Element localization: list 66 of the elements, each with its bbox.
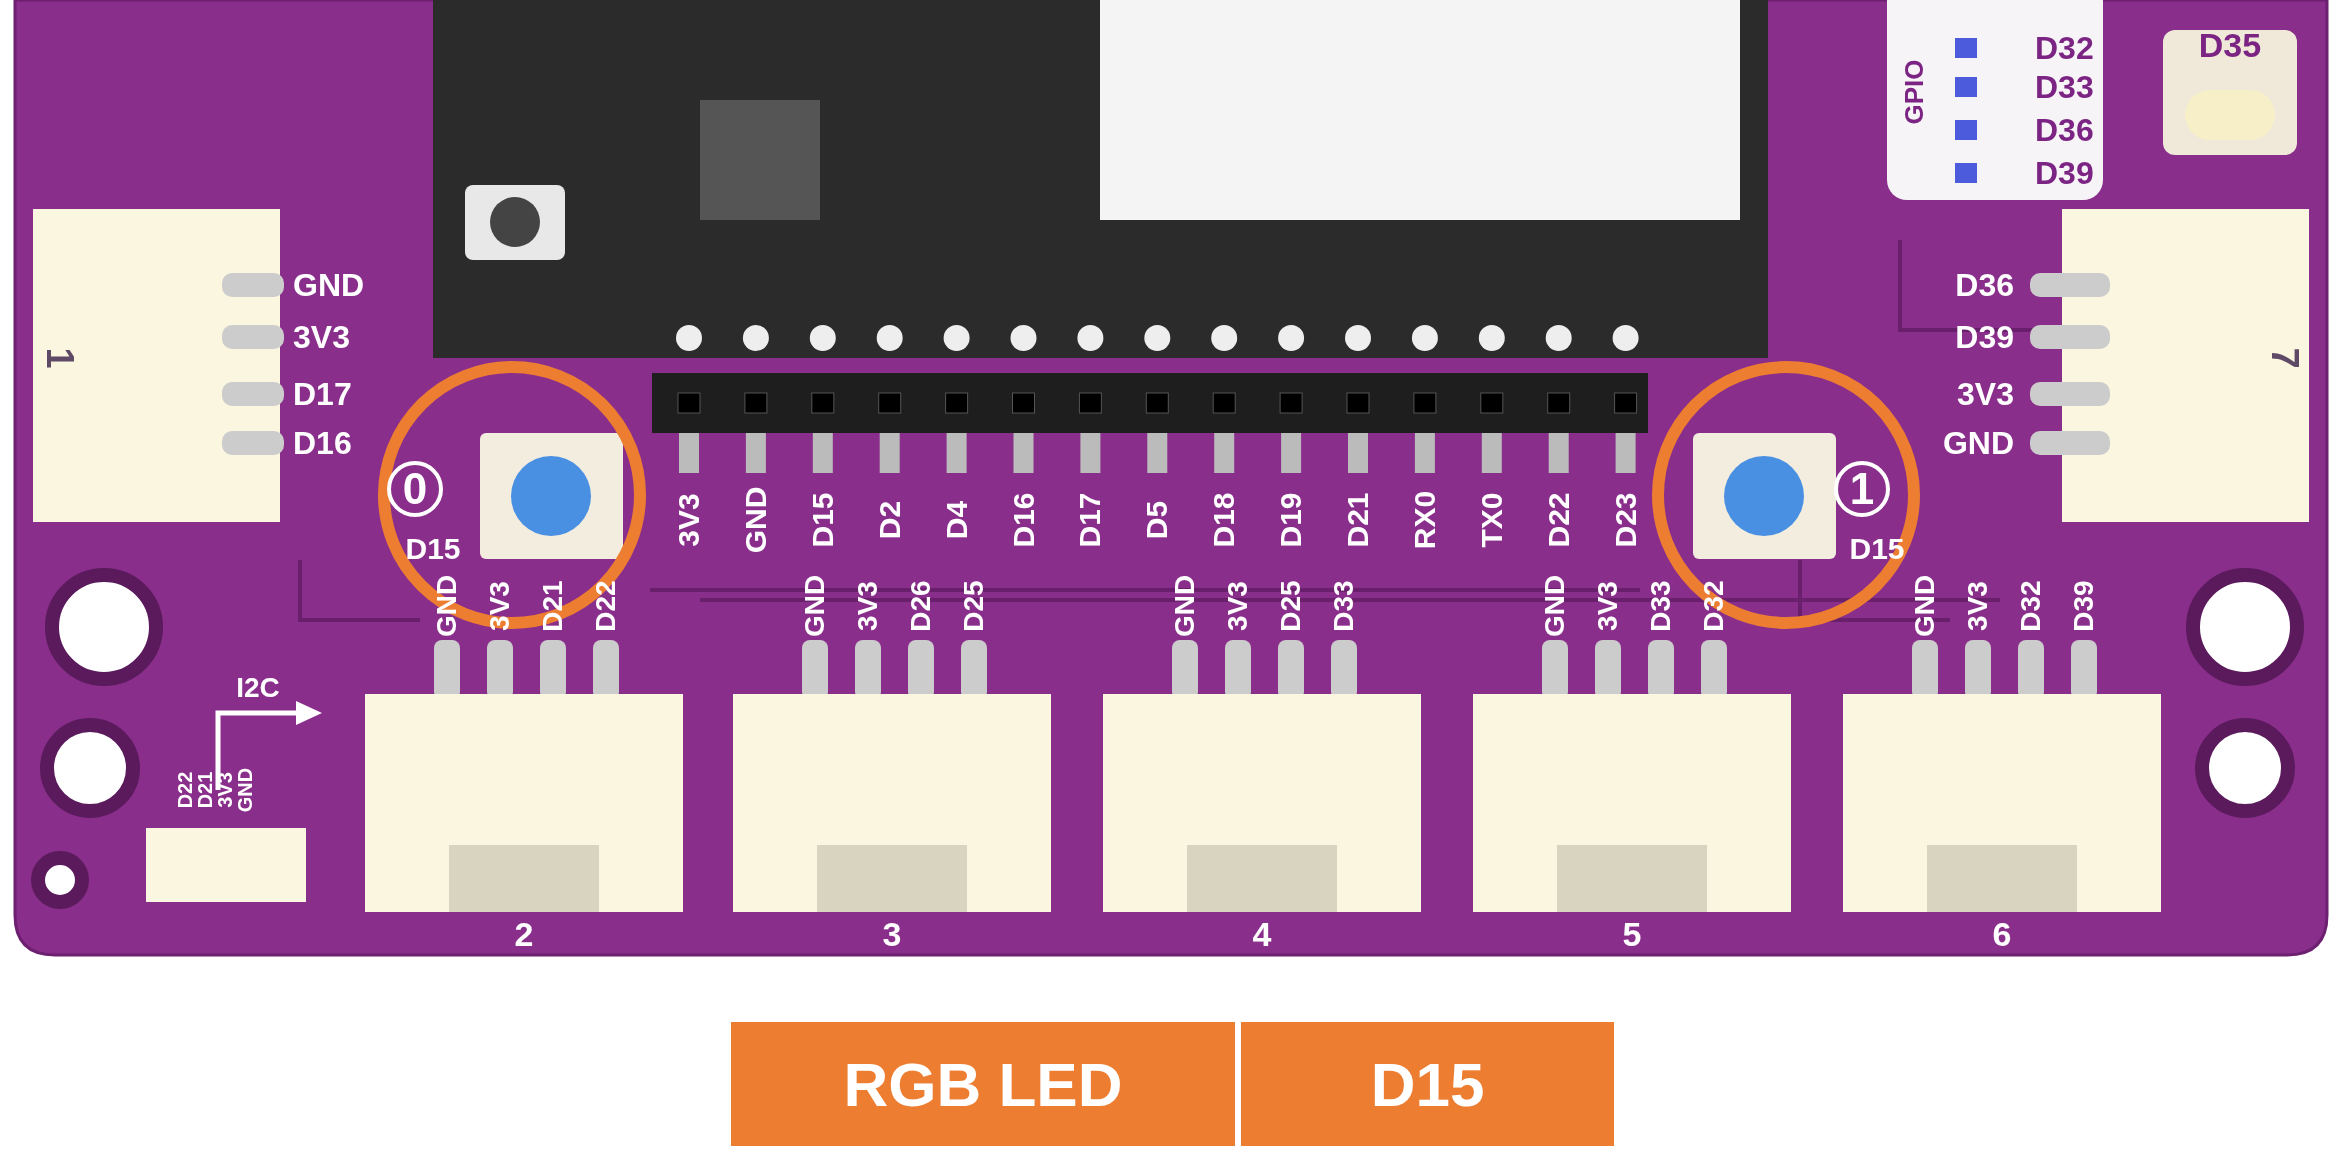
pin-label: D4 (941, 500, 972, 540)
pin-label: 3V3 (1964, 581, 1992, 631)
pin-label: D15 (807, 492, 838, 548)
connector-number: 3 (882, 917, 902, 951)
pin-label: D15 (1849, 534, 1905, 564)
pin-label: 3V3 (854, 581, 882, 631)
pin-label: GND (740, 486, 771, 554)
pin-label: D39 (2035, 157, 2094, 189)
pin-label: D17 (293, 378, 352, 410)
button-label: D35 (2198, 28, 2262, 62)
pin-label: GND (1911, 574, 1939, 638)
pin-label: D32 (2035, 32, 2094, 64)
pin-label: D5 (1142, 500, 1173, 540)
connector-number: 2 (514, 917, 534, 951)
pin-label: D33 (1647, 580, 1675, 632)
led-number-badge: 0 (387, 461, 443, 517)
pin-label: D15 (405, 534, 461, 564)
connector-number: 4 (1252, 917, 1272, 951)
pin-label: D33 (1330, 580, 1358, 632)
pin-label: D19 (1276, 492, 1307, 548)
bus-label: I2C (236, 674, 280, 702)
pin-label: 3V3 (1957, 378, 2014, 410)
pin-label: 3V3 (1224, 581, 1252, 631)
pin-label: GND (433, 574, 461, 638)
pin-label: GND (235, 767, 255, 813)
pin-label: GND (1942, 427, 2014, 459)
pin-label: D26 (907, 580, 935, 632)
pin-label: GND (801, 574, 829, 638)
section-label: GPIO (1901, 59, 1927, 125)
pin-label: 3V3 (293, 321, 350, 353)
table-cell: RGB LED (731, 1022, 1235, 1146)
pin-label: D32 (1700, 580, 1728, 632)
pin-label: GND (1171, 574, 1199, 638)
pin-label: TX0 (1476, 492, 1507, 548)
pin-label: GND (1541, 574, 1569, 638)
connector-number: 1 (41, 347, 79, 369)
pin-label: D21 (195, 771, 215, 809)
pin-label: 3V3 (1594, 581, 1622, 631)
table-cell: D15 (1241, 1022, 1614, 1146)
connector-number: 5 (1622, 917, 1642, 951)
pin-label: GND (293, 269, 365, 301)
pin-label: D25 (1277, 580, 1305, 632)
pin-label: D36 (1955, 269, 2014, 301)
pin-label: D32 (2017, 580, 2045, 632)
pin-label: 3V3 (486, 581, 514, 631)
connector-number: 7 (2266, 347, 2304, 369)
pin-label: D23 (1610, 492, 1641, 548)
pin-label: RX0 (1409, 490, 1440, 550)
pin-label: D33 (2035, 71, 2094, 103)
pin-label: D17 (1075, 492, 1106, 548)
pin-label: D39 (2070, 580, 2098, 632)
pin-label: D21 (539, 580, 567, 632)
pin-label: D36 (2035, 114, 2094, 146)
pin-label: 3V3 (674, 493, 704, 547)
pin-label: D21 (1343, 492, 1373, 548)
pin-label: D16 (1008, 492, 1039, 548)
pin-label: D22 (1543, 492, 1574, 548)
led-number-badge: 1 (1834, 461, 1890, 517)
pin-label: D22 (592, 580, 620, 632)
pin-label: D16 (293, 427, 352, 459)
pin-label: D22 (175, 771, 195, 809)
pin-label: D18 (1209, 492, 1240, 548)
pin-label: D25 (960, 580, 988, 632)
pin-label: D39 (1955, 321, 2014, 353)
pin-label: D2 (874, 500, 905, 540)
connector-number: 6 (1992, 917, 2012, 951)
